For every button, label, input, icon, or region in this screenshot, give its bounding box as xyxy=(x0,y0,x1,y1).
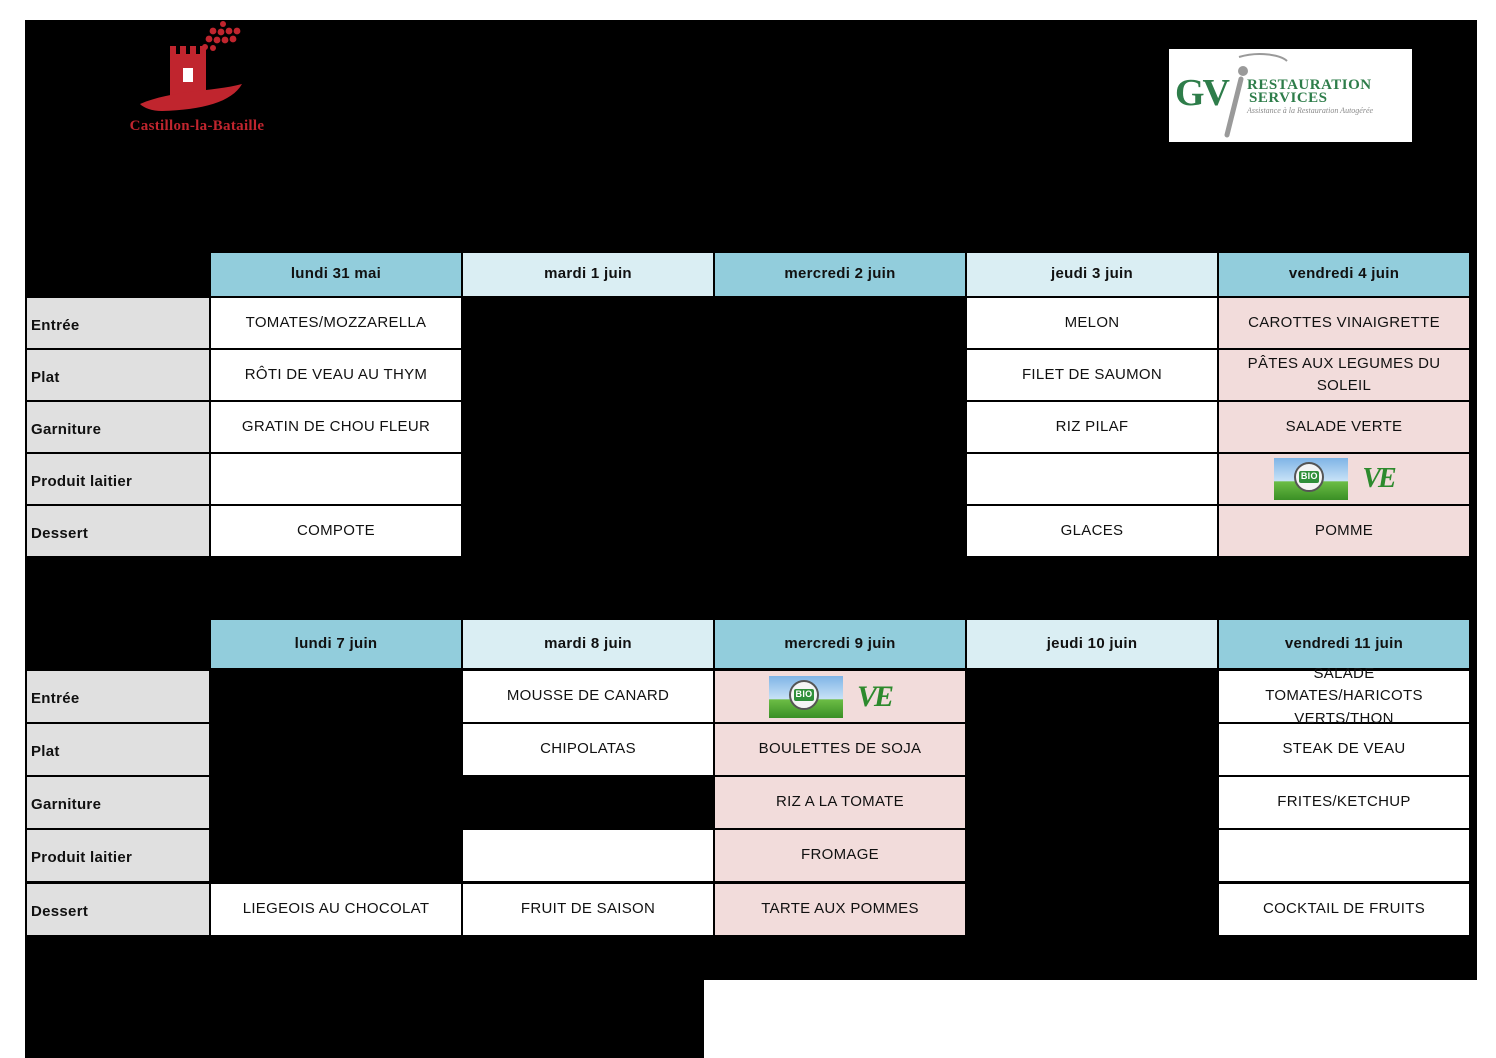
menu-cell: TOMATES/MOZZARELLA xyxy=(211,298,461,348)
week1-row-label: Garniture xyxy=(27,402,209,452)
menu-cell: SALADE VERTE xyxy=(1219,402,1469,452)
menu-cell-labels: BIO VE xyxy=(1219,454,1469,504)
week1-row-label: Produit laitier xyxy=(27,454,209,504)
menu-cell xyxy=(463,830,713,881)
gv-figure-icon xyxy=(1224,53,1288,138)
week2-row-label: Produit laitier xyxy=(27,830,209,881)
week1-day-header: vendredi 4 juin xyxy=(1219,253,1469,296)
castillon-logo-text: Castillon-la-Bataille xyxy=(129,118,265,134)
menu-cell: BOULETTES DE SOJA xyxy=(715,724,965,775)
vegetarian-icon: VE xyxy=(856,680,894,713)
castle-icon xyxy=(140,21,242,111)
gv-tagline: Assistance à la Restauration Autogérée xyxy=(1247,106,1374,115)
vegetarian-icon: VE xyxy=(1362,463,1396,494)
menu-cell: FROMAGE xyxy=(715,830,965,881)
menu-cell: RIZ A LA TOMATE xyxy=(715,777,965,828)
castillon-logo: Castillon-la-Bataille xyxy=(92,18,302,140)
menu-cell: POMME xyxy=(1219,506,1469,556)
week1-row-label: Entrée xyxy=(27,298,209,348)
menu-cell: MOUSSE DE CANARD xyxy=(463,671,713,722)
menu-cell: CHIPOLATAS xyxy=(463,724,713,775)
bio-label: BIO xyxy=(793,688,814,701)
gv-line1: RESTAURATION xyxy=(1247,77,1372,93)
bio-territoire-icon: BIO xyxy=(768,675,843,718)
gv-logo: GV RESTAURATION SERVICES Assistance à la… xyxy=(1169,49,1412,142)
week2-day-header: lundi 7 juin xyxy=(211,620,461,668)
menu-cell: COMPOTE xyxy=(211,506,461,556)
week1-row-label: Plat xyxy=(27,350,209,400)
menu-cell: RIZ PILAF xyxy=(967,402,1217,452)
menu-cell-labels: BIO VE xyxy=(715,671,965,722)
week2-row-label: Garniture xyxy=(27,777,209,828)
bottom-white-area xyxy=(704,980,1496,1058)
week2-row-label: Plat xyxy=(27,724,209,775)
menu-cell: LIEGEOIS AU CHOCOLAT xyxy=(211,884,461,935)
week1-day-header: lundi 31 mai xyxy=(211,253,461,296)
menu-cell xyxy=(211,454,461,504)
menu-cell: FRUIT DE SAISON xyxy=(463,884,713,935)
menu-cell: PÂTES AUX LEGUMES DU SOLEIL xyxy=(1219,350,1469,400)
week1-day-header: mercredi 2 juin xyxy=(715,253,965,296)
week1-day-header: jeudi 3 juin xyxy=(967,253,1217,296)
menu-cell: COCKTAIL DE FRUITS xyxy=(1219,884,1469,935)
menu-cell: FRITES/KETCHUP xyxy=(1219,777,1469,828)
bio-territoire-icon: BIO xyxy=(1274,458,1349,500)
week2-day-header: vendredi 11 juin xyxy=(1219,620,1469,668)
week2-day-header: mardi 8 juin xyxy=(463,620,713,668)
menu-cell xyxy=(967,454,1217,504)
week2-day-header: jeudi 10 juin xyxy=(967,620,1217,668)
menu-cell: SALADE TOMATES/HARICOTS VERTS/THON xyxy=(1219,665,1469,727)
week2-row-label: Entrée xyxy=(27,671,209,722)
week2-day-header: mercredi 9 juin xyxy=(715,620,965,668)
gv-letters: GV xyxy=(1175,72,1230,114)
bio-label: BIO xyxy=(1299,471,1320,483)
week2-row-label: Dessert xyxy=(27,884,209,935)
week1-row-label: Dessert xyxy=(27,506,209,556)
menu-cell: CAROTTES VINAIGRETTE xyxy=(1219,298,1469,348)
week1-day-header: mardi 1 juin xyxy=(463,253,713,296)
menu-cell: GRATIN DE CHOU FLEUR xyxy=(211,402,461,452)
menu-cell: TARTE AUX POMMES xyxy=(715,884,965,935)
menu-cell: STEAK DE VEAU xyxy=(1219,724,1469,775)
menu-cell: MELON xyxy=(967,298,1217,348)
menu-cell: GLACES xyxy=(967,506,1217,556)
gv-line2: SERVICES xyxy=(1249,90,1328,106)
menu-cell xyxy=(1219,830,1469,881)
menu-cell: FILET DE SAUMON xyxy=(967,350,1217,400)
menu-cell: RÔTI DE VEAU AU THYM xyxy=(211,350,461,400)
